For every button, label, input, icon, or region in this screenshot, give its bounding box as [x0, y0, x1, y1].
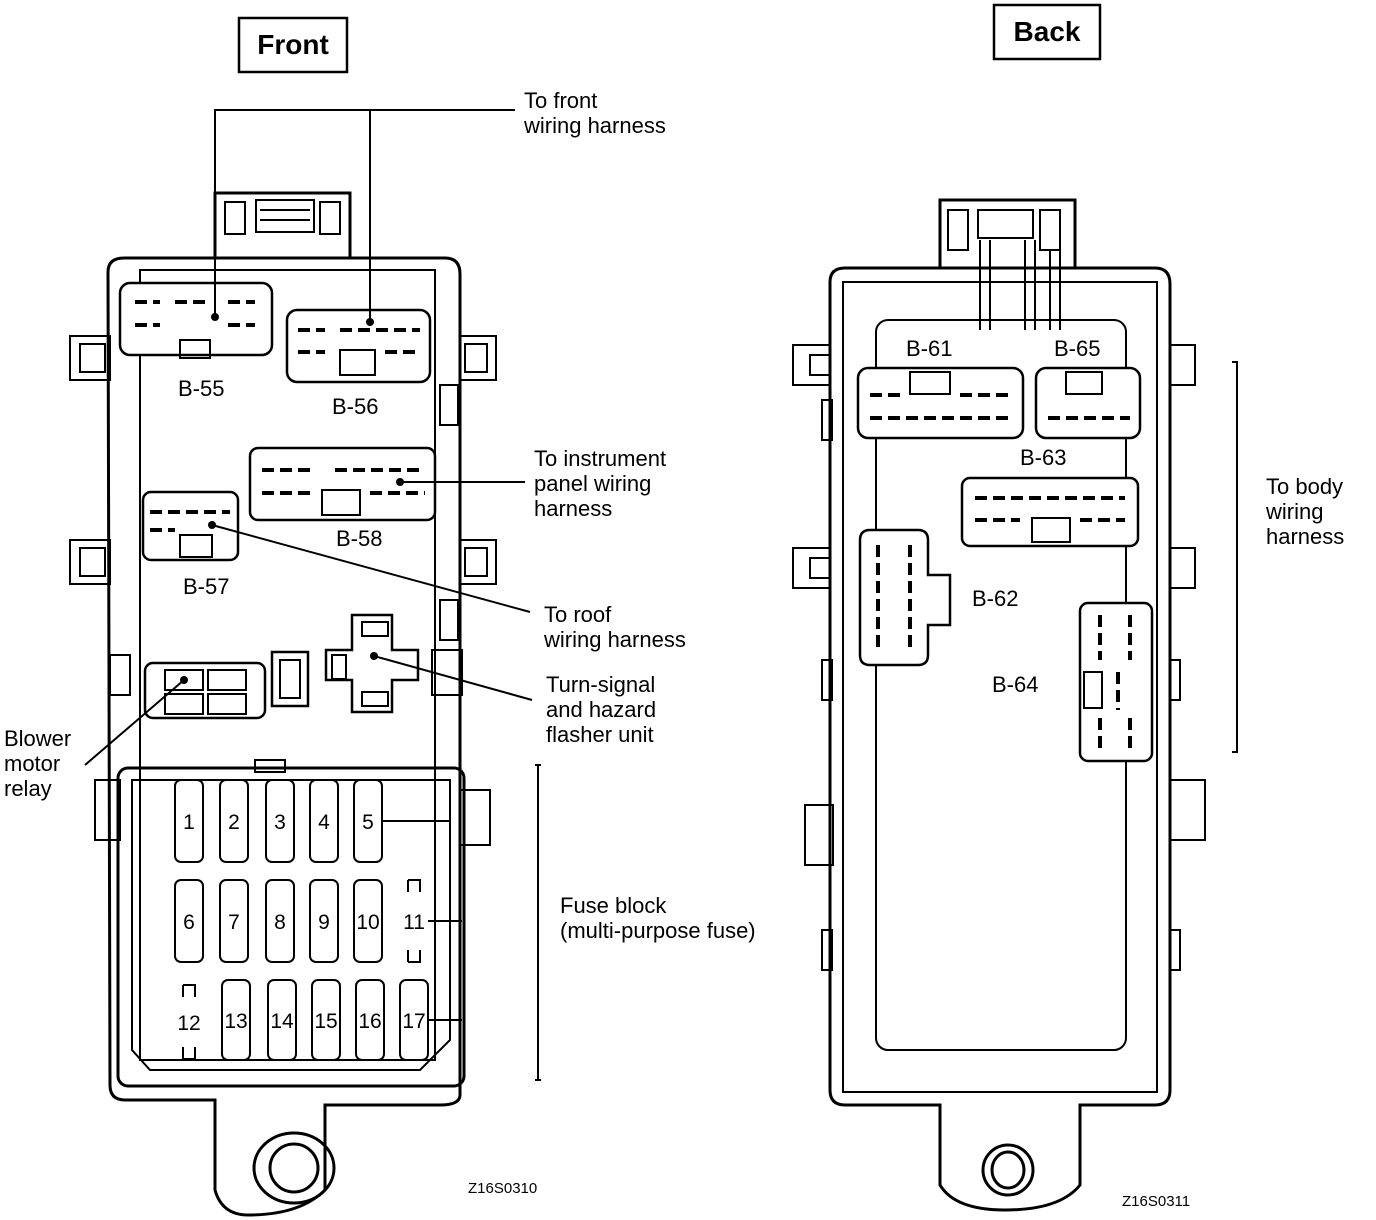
- fuse-number: 13: [224, 1010, 247, 1033]
- back-top-tab: [938, 198, 1077, 330]
- fuse-number: 10: [356, 911, 379, 934]
- front-leader-lines: [84, 109, 541, 1081]
- front-drawing-code: Z16S0310: [468, 1180, 537, 1197]
- back-housing: [828, 266, 1172, 1212]
- fuse-3: 3: [265, 779, 295, 863]
- small-relay-block: [270, 650, 310, 708]
- callout-fuse-block: Fuse block (multi-purpose fuse): [560, 893, 756, 943]
- fuse-outline: [265, 779, 295, 863]
- fuse-2: 2: [219, 779, 249, 863]
- connector-b55: [118, 281, 274, 359]
- fuse-number: 11: [403, 911, 425, 934]
- fuse-number: 4: [318, 811, 330, 834]
- fuse-9: 9: [309, 879, 339, 963]
- connector-b64: [1078, 601, 1154, 763]
- fuse-11: 11: [403, 879, 425, 963]
- fuse-outline: [219, 779, 249, 863]
- fuse-outline: [355, 979, 385, 1061]
- blower-motor-relay: [143, 661, 267, 720]
- body-harness-bracket: [1232, 361, 1238, 753]
- callout-body-harness: To body wiring harness: [1265, 474, 1349, 549]
- label-b65: B-65: [1054, 336, 1100, 361]
- fuse-outline: [353, 879, 383, 963]
- label-b61: B-61: [906, 336, 952, 361]
- fuse-outline: [267, 979, 297, 1061]
- fuse-number: 15: [314, 1010, 337, 1033]
- connector-b57: [141, 490, 240, 562]
- front-right-clips: [431, 335, 497, 846]
- fuse-number: 6: [183, 911, 195, 934]
- back-side-clips: [792, 344, 1206, 971]
- front-title: Front: [257, 29, 329, 60]
- fuse-outline: [174, 879, 204, 963]
- fuse-outline: [311, 979, 341, 1061]
- callout-blower: Blower motor relay: [4, 726, 77, 801]
- fuse-outline: [182, 984, 196, 1060]
- front-left-clips: [69, 335, 131, 841]
- fuse-10: 10: [353, 879, 383, 963]
- fuse-outline: [174, 779, 204, 863]
- back-view: Back: [792, 3, 1349, 1212]
- callout-instrument-harness: To instrument panel wiring harness: [534, 446, 672, 521]
- fuse-number: 16: [358, 1010, 381, 1033]
- fuse-14: 14: [267, 979, 297, 1061]
- fuse-13: 13: [221, 979, 251, 1061]
- fuse-outline: [309, 879, 339, 963]
- fuse-number: 17: [402, 1010, 425, 1033]
- back-drawing-code: Z16S0311: [1122, 1193, 1190, 1210]
- fuse-outline: [265, 879, 295, 963]
- label-b63: B-63: [1020, 445, 1066, 470]
- connector-b63: [960, 476, 1140, 548]
- connector-b61: [856, 366, 1025, 440]
- front-mount-hole: [252, 1131, 336, 1205]
- fuse-outline: [221, 979, 251, 1061]
- fuse-4: 4: [309, 779, 339, 863]
- label-b57: B-57: [183, 574, 229, 599]
- callout-flasher: Turn-signal and hazard flasher unit: [546, 672, 662, 747]
- fuse-number: 3: [274, 811, 286, 834]
- connector-b56: [285, 308, 432, 384]
- label-b56: B-56: [332, 394, 378, 419]
- back-mount-hole: [981, 1143, 1035, 1197]
- fuse-17: 17: [399, 979, 429, 1061]
- label-b58: B-58: [336, 526, 382, 551]
- fuse-number: 5: [362, 811, 374, 834]
- connector-b62: [858, 528, 952, 667]
- fuse-outline: [219, 879, 249, 963]
- back-title: Back: [1014, 16, 1081, 47]
- fuse-number: 7: [228, 911, 240, 934]
- fuse-outline: [309, 779, 339, 863]
- fuse-6: 6: [174, 879, 204, 963]
- fuse-1: 1: [174, 779, 204, 863]
- fuse-7: 7: [219, 879, 249, 963]
- fuse-number: 9: [318, 911, 330, 934]
- connector-b58: [248, 446, 437, 522]
- fuse-8: 8: [265, 879, 295, 963]
- callout-roof-harness: To roof wiring harness: [543, 602, 686, 652]
- fuse-number: 12: [177, 1012, 200, 1035]
- fuse-number: 8: [274, 911, 286, 934]
- fuse-12: 12: [177, 984, 201, 1060]
- fuse-number: 14: [270, 1010, 294, 1033]
- label-b64: B-64: [992, 672, 1038, 697]
- front-title-box: [237, 16, 349, 74]
- connector-b65: [1034, 366, 1142, 440]
- fuse-16: 16: [355, 979, 385, 1061]
- fuse-15: 15: [311, 979, 341, 1061]
- fuse-number: 1: [183, 811, 195, 834]
- fuse-outline: [407, 879, 421, 963]
- label-b62: B-62: [972, 586, 1018, 611]
- callout-front-harness: To front wiring harness: [523, 88, 666, 138]
- front-housing: [106, 256, 462, 1217]
- fuse-5: 5: [353, 779, 383, 863]
- front-view: Front: [4, 16, 756, 1217]
- label-b55: B-55: [178, 376, 224, 401]
- fuse-number: 2: [228, 811, 240, 834]
- back-title-box: [992, 3, 1102, 61]
- flasher-unit: [324, 613, 420, 714]
- front-top-tab: [213, 191, 352, 258]
